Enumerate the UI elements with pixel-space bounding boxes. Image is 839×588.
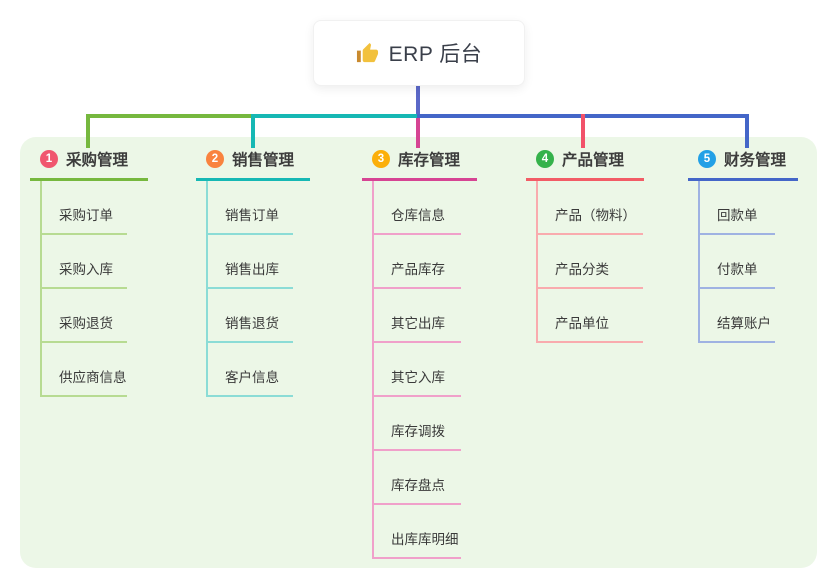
branch-sales: 2 销售管理 销售订单 销售出库 销售退货 客户信息 <box>196 148 310 397</box>
root-node-label: ERP 后台 <box>388 43 483 66</box>
connector-trunk-green <box>86 114 253 118</box>
branch-children: 回款单 付款单 结算账户 <box>698 181 775 343</box>
child-node[interactable]: 销售退货 <box>208 289 293 343</box>
branch-label: 库存管理 <box>398 152 461 169</box>
badge-5: 5 <box>698 150 716 168</box>
child-label: 库存盘点 <box>391 478 445 493</box>
branches-background-panel <box>20 137 817 568</box>
child-label: 产品分类 <box>555 262 609 277</box>
connector-trunk-teal <box>253 114 417 118</box>
child-node[interactable]: 库存调拨 <box>374 397 461 451</box>
branch-node-inventory[interactable]: 3 库存管理 <box>362 148 477 181</box>
child-node[interactable]: 产品分类 <box>538 235 643 289</box>
badge-4: 4 <box>536 150 554 168</box>
branch-node-purchase[interactable]: 1 采购管理 <box>30 148 148 181</box>
child-node[interactable]: 回款单 <box>700 181 775 235</box>
thumbs-up-icon <box>356 42 378 62</box>
child-node[interactable]: 产品库存 <box>374 235 461 289</box>
branch-children: 采购订单 采购入库 采购退货 供应商信息 <box>40 181 127 397</box>
branch-purchase: 1 采购管理 采购订单 采购入库 采购退货 供应商信息 <box>30 148 148 397</box>
child-label: 付款单 <box>717 262 758 277</box>
branch-children: 销售订单 销售出库 销售退货 客户信息 <box>206 181 293 397</box>
branch-inventory: 3 库存管理 仓库信息 产品库存 其它出库 其它入库 库存调拨 库存盘点 出库库… <box>362 148 477 559</box>
connector-root-vertical <box>416 84 420 117</box>
branch-node-finance[interactable]: 5 财务管理 <box>688 148 798 181</box>
child-node[interactable]: 其它出库 <box>374 289 461 343</box>
badge-1: 1 <box>40 150 58 168</box>
branch-label: 产品管理 <box>562 152 625 169</box>
child-node[interactable]: 采购订单 <box>42 181 127 235</box>
child-label: 产品（物料） <box>555 208 636 223</box>
branch-node-product[interactable]: 4 产品管理 <box>526 148 644 181</box>
child-label: 采购订单 <box>59 208 113 223</box>
child-node[interactable]: 出库库明细 <box>374 505 461 559</box>
child-label: 产品库存 <box>391 262 445 277</box>
branch-label: 采购管理 <box>66 152 129 169</box>
child-label: 仓库信息 <box>391 208 445 223</box>
child-node[interactable]: 结算账户 <box>700 289 775 343</box>
child-label: 出库库明细 <box>391 532 459 547</box>
child-node[interactable]: 其它入库 <box>374 343 461 397</box>
branch-children: 仓库信息 产品库存 其它出库 其它入库 库存调拨 库存盘点 出库库明细 <box>372 181 461 559</box>
branch-product: 4 产品管理 产品（物料） 产品分类 产品单位 <box>526 148 644 343</box>
child-node[interactable]: 供应商信息 <box>42 343 127 397</box>
child-label: 客户信息 <box>225 370 279 385</box>
connector-drop-inventory <box>416 118 420 148</box>
branch-label: 财务管理 <box>724 152 787 169</box>
branch-node-sales[interactable]: 2 销售管理 <box>196 148 310 181</box>
child-label: 其它出库 <box>391 316 445 331</box>
child-node[interactable]: 采购退货 <box>42 289 127 343</box>
child-label: 销售退货 <box>225 316 279 331</box>
branch-label: 销售管理 <box>232 152 295 169</box>
child-node[interactable]: 销售订单 <box>208 181 293 235</box>
badge-3: 3 <box>372 150 390 168</box>
child-label: 销售出库 <box>225 262 279 277</box>
connector-drop-product <box>581 114 585 148</box>
branch-children: 产品（物料） 产品分类 产品单位 <box>536 181 643 343</box>
child-label: 采购入库 <box>59 262 113 277</box>
child-label: 产品单位 <box>555 316 609 331</box>
connector-drop-purchase <box>86 114 90 148</box>
branch-finance: 5 财务管理 回款单 付款单 结算账户 <box>688 148 798 343</box>
connector-drop-finance <box>745 114 749 148</box>
child-node[interactable]: 销售出库 <box>208 235 293 289</box>
child-label: 销售订单 <box>225 208 279 223</box>
child-node[interactable]: 产品单位 <box>538 289 643 343</box>
child-node[interactable]: 产品（物料） <box>538 181 643 235</box>
child-node[interactable]: 库存盘点 <box>374 451 461 505</box>
child-node[interactable]: 采购入库 <box>42 235 127 289</box>
badge-2: 2 <box>206 150 224 168</box>
child-node[interactable]: 仓库信息 <box>374 181 461 235</box>
child-label: 其它入库 <box>391 370 445 385</box>
child-label: 采购退货 <box>59 316 113 331</box>
child-label: 结算账户 <box>717 316 771 331</box>
child-node[interactable]: 客户信息 <box>208 343 293 397</box>
connector-drop-sales <box>251 114 255 148</box>
root-node-erp[interactable]: ERP 后台 <box>313 20 525 86</box>
child-label: 回款单 <box>717 208 758 223</box>
child-label: 库存调拨 <box>391 424 445 439</box>
child-label: 供应商信息 <box>59 370 127 385</box>
child-node[interactable]: 付款单 <box>700 235 775 289</box>
